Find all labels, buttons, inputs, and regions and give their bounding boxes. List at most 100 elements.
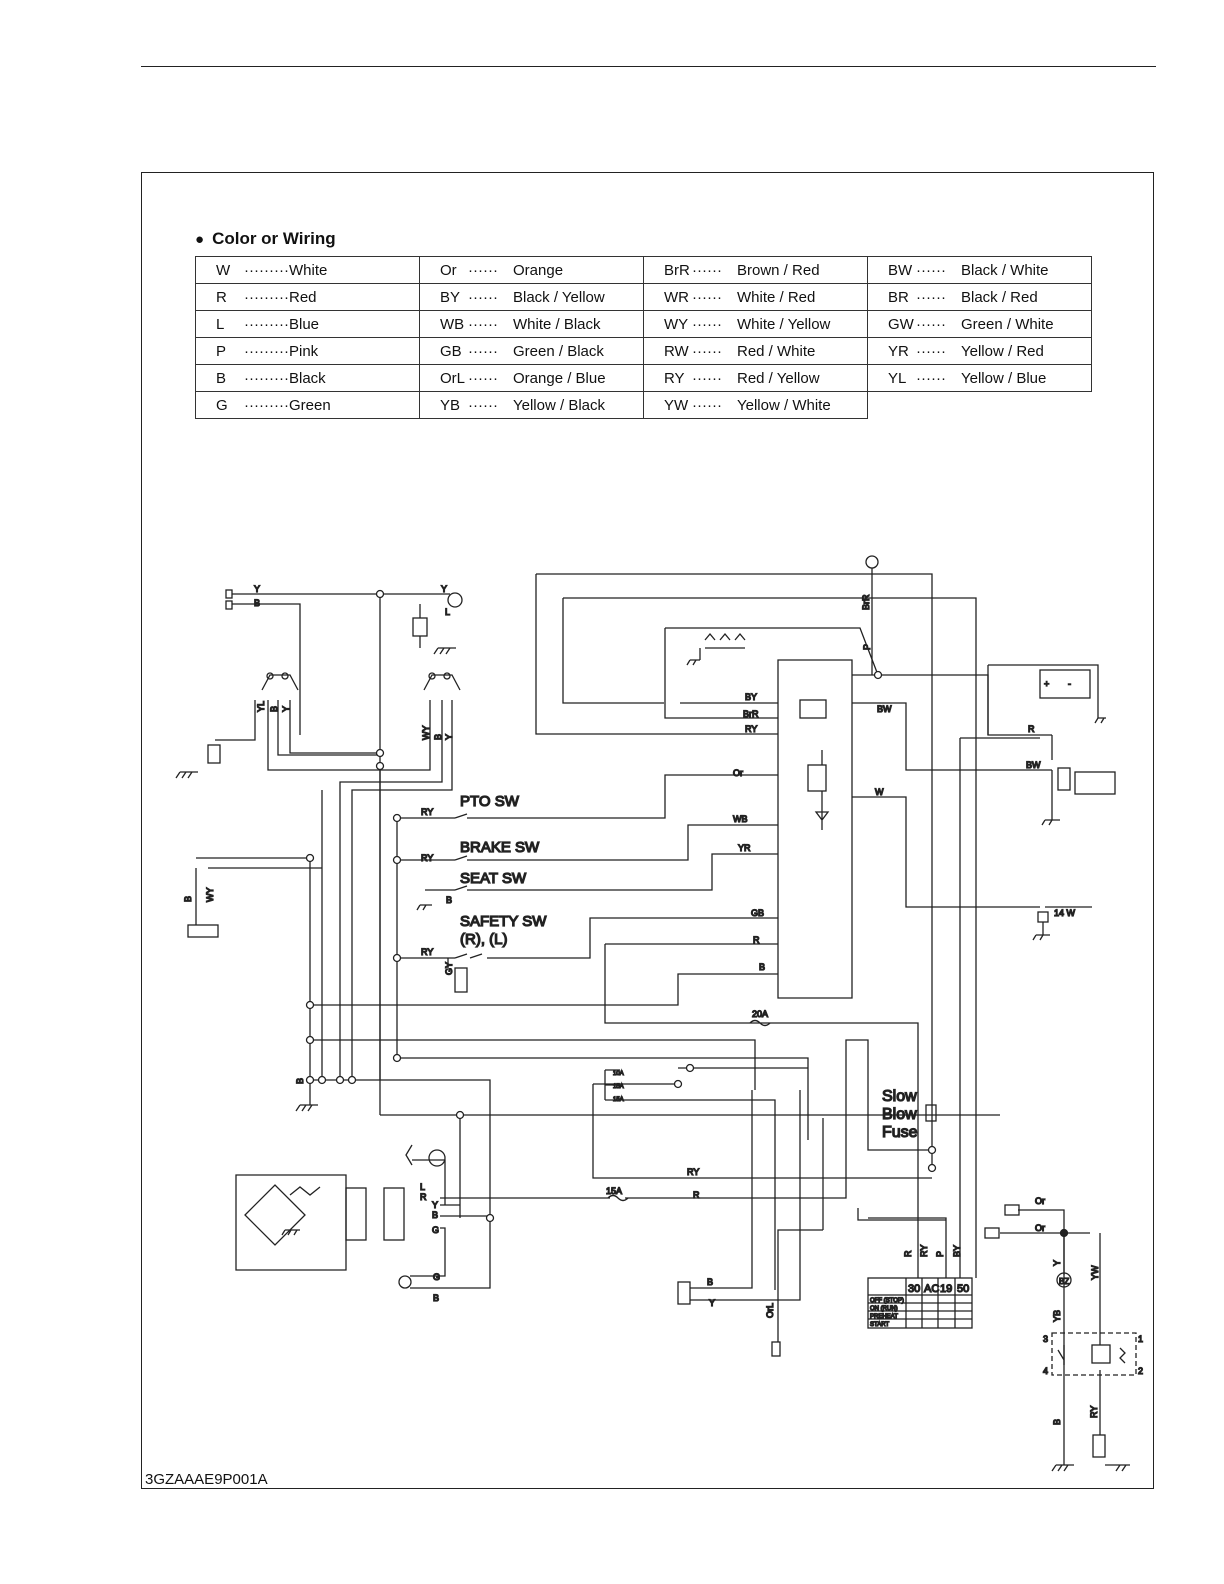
legend-cell: RY······Red / Yellow (643, 364, 868, 392)
wire-label: GY (444, 962, 454, 975)
wire-code: P (216, 342, 227, 360)
wire-label: RY (687, 1167, 699, 1177)
wire-color-name: Black (289, 369, 326, 387)
wire-color-name: Yellow / Red (961, 342, 1044, 360)
wire-label: RY (421, 807, 433, 817)
wire-color-name: Yellow / White (737, 396, 831, 414)
components (175, 555, 1137, 1472)
wire-code: B (216, 369, 227, 387)
wire-label: BY (745, 692, 757, 702)
wire-label: B (433, 1293, 439, 1303)
combination-switch-icon (261, 674, 299, 691)
slow-blow-fuse-line-3: Fuse (882, 1124, 918, 1141)
motor-symbols (699, 632, 746, 660)
wire-color-name: Red (289, 288, 317, 306)
starter-solenoid-icon (1057, 767, 1071, 791)
wire-code: BW (888, 261, 913, 279)
wire-label: Y (1052, 1260, 1062, 1266)
wire-label: B (446, 895, 452, 905)
safety-switch-label: SAFETY SW (460, 913, 547, 930)
wire-code: W (216, 261, 231, 279)
key-pos-off: OFF (STOP) (870, 1298, 904, 1304)
pto-switch-label: PTO SW (460, 793, 520, 810)
wire-code: BR (888, 288, 909, 306)
leader-dots: ······ (916, 261, 946, 279)
wires (195, 568, 1101, 1465)
wire-label: B (254, 598, 260, 608)
wire-label: Y (281, 706, 291, 712)
fuse-15a-label: 15A (606, 1186, 622, 1196)
lamp-rating-label: 14 W (1054, 908, 1076, 918)
wire-label: RY (421, 947, 433, 957)
wire-color-name: Brown / Red (737, 261, 820, 279)
wire-label: YW (1090, 1265, 1100, 1280)
leader-dots: ······ (468, 342, 498, 360)
wire-label: W (875, 787, 884, 797)
starter-motor-icon (1074, 771, 1116, 795)
leader-dots: ······ (692, 342, 722, 360)
fuse-small-2: 15A (613, 1084, 624, 1090)
wire-label: R (753, 935, 760, 945)
wire-color-name: Black / Yellow (513, 288, 605, 306)
wire-label: B (759, 962, 765, 972)
buzzer-icon (1056, 1272, 1072, 1288)
wire-color-name: White / Black (513, 315, 601, 333)
leader-dots: ······ (916, 342, 946, 360)
top-rule (141, 66, 1156, 67)
legend-cell: YR ······ Yellow / Red (867, 337, 1092, 365)
key-wire-by: BY (952, 1245, 962, 1257)
leader-dots: ······ (692, 315, 722, 333)
wire-code: WB (440, 315, 465, 333)
wire-label: Or (1035, 1223, 1045, 1233)
figure-id: 3GZAAAE9P001A (145, 1471, 268, 1488)
sensor-icon-left (207, 744, 221, 764)
bullet-icon: ● (195, 231, 205, 248)
wire-label: Or (1035, 1196, 1045, 1206)
wire-label: BW (877, 704, 892, 714)
wire-color-name: Yellow / Blue (961, 369, 1047, 387)
wire-label: Y (444, 734, 454, 740)
wire-label: P (862, 644, 872, 650)
wire-code: YW (664, 396, 689, 414)
key-terminal-ac: AC (924, 1283, 939, 1295)
leader-dots: ········· (244, 342, 289, 360)
wire-label: Y (441, 584, 447, 594)
wire-color-name: Orange (513, 261, 564, 279)
legend-cell: G·········Green (195, 391, 420, 419)
wire-code: R (216, 288, 227, 306)
relay-box (1051, 1332, 1137, 1376)
legend-cell: WR······White / Red (643, 283, 868, 311)
leader-dots: ······ (916, 315, 946, 333)
leader-dots: ······ (468, 288, 498, 306)
wire-label: GB (751, 908, 764, 918)
wire-code: L (216, 315, 225, 333)
slow-blow-fuse-label: Slow Blow Fuse (881, 1087, 918, 1141)
fuse-20a-icon (749, 1019, 771, 1027)
key-switch-labels: 30 AC 19 50 OFF (STOP) ON (RUN) PREHEAT … (869, 1244, 970, 1329)
wire-code: Or (440, 261, 457, 279)
wire-code: YR (888, 342, 909, 360)
wire-color-name: Black / White (961, 261, 1049, 279)
wire-label: YB (1052, 1310, 1062, 1322)
wire-color-name: Yellow / Black (513, 396, 605, 414)
leader-dots: ······ (468, 369, 498, 387)
wire-code: RY (664, 369, 685, 387)
wire-label: BrR (861, 594, 871, 610)
key-terminal-30: 30 (908, 1283, 920, 1295)
relay-icon (799, 699, 827, 719)
wire-label: RY (745, 724, 757, 734)
fuse-20a-label: 20A (752, 1009, 768, 1019)
wire-code: WY (664, 315, 689, 333)
wire-label: Y (254, 584, 260, 594)
seat-switch-icon (454, 885, 480, 891)
fuse-small-3: 15A (613, 1097, 624, 1103)
fuse-block-icon (604, 1069, 620, 1101)
brake-switch-icon (454, 855, 480, 861)
leader-dots: ········· (244, 315, 289, 333)
relay-coil (1091, 1344, 1111, 1364)
key-wire-ry: RY (919, 1245, 929, 1257)
